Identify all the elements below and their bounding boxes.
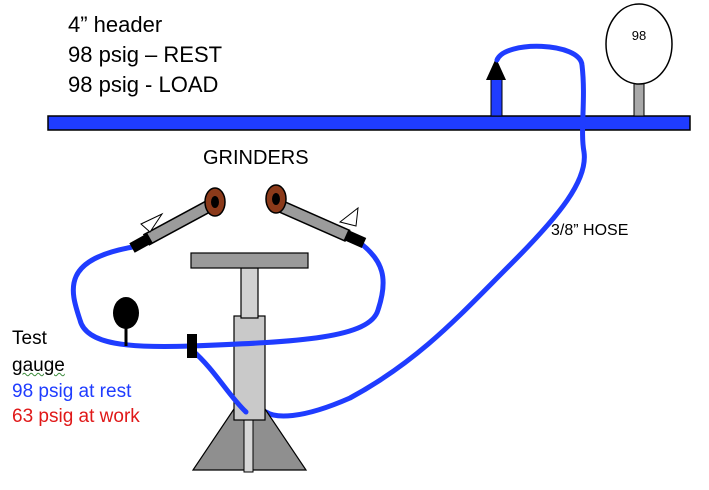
grinders-label: GRINDERS [203,147,309,169]
top-gauge-reading: 98 [632,28,646,43]
header-load-pressure: 98 psig - LOAD [68,72,219,97]
top-gauge-stem [633,81,645,117]
test-gauge-title-1: Test [12,328,47,349]
left-grinder [129,187,226,253]
riser-arrow-icon [486,58,506,80]
test-gauge-title-2: gauge [12,355,65,376]
hose-label: 3/8” HOSE [551,222,629,239]
inline-fitting [187,334,197,358]
header-rest-pressure: 98 psig – REST [68,42,223,67]
stand-upper-column [240,267,259,319]
right-grinder-tip-icon [338,206,359,227]
header-size-label: 4” header [68,12,163,37]
left-grinder-tip-icon [140,212,164,233]
test-gauge-dial [113,297,139,329]
test-gauge-work-reading: 63 psig at work [12,406,140,427]
riser-pipe [490,77,503,117]
hose-to-stand [263,43,587,419]
header-pipe [47,115,691,131]
stand-base-plate [243,411,254,473]
right-grinder [265,184,367,249]
test-gauge-rest-reading: 98 psig at rest [12,381,132,402]
stand-top-plate [190,252,309,269]
top-gauge-dial [605,3,673,85]
hose-to-stand-bottom [189,347,249,415]
